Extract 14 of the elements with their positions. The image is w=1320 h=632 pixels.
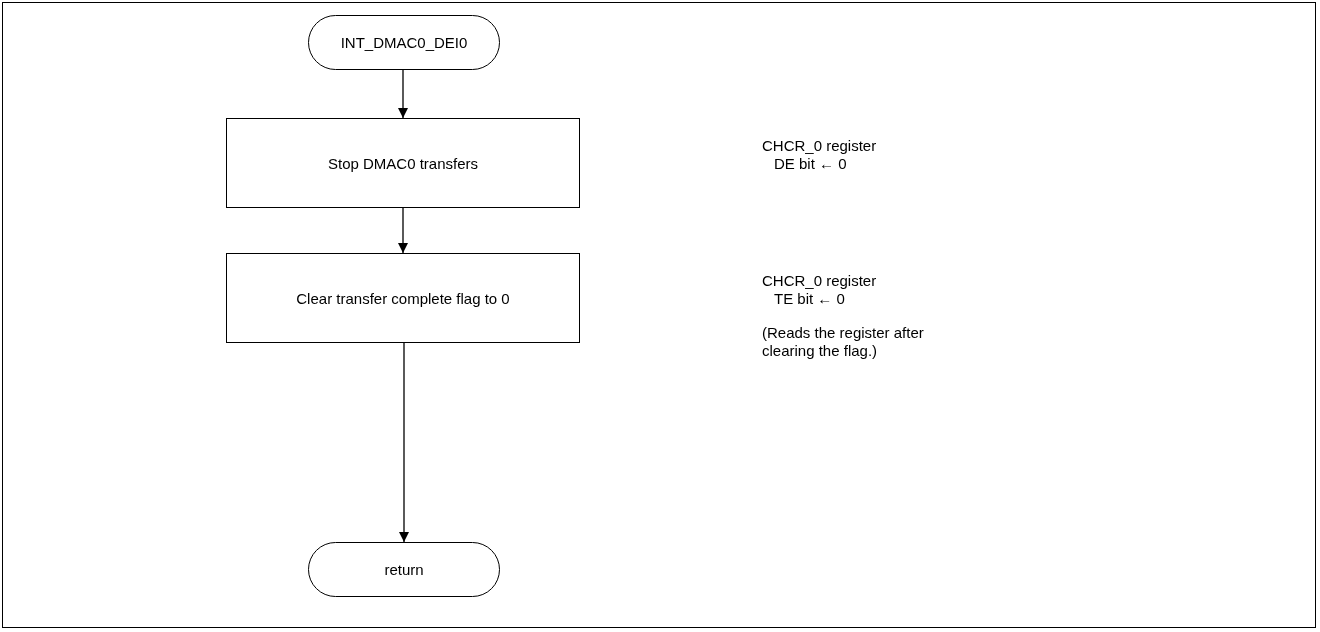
annotation-text: TE bit ← 0 bbox=[773, 290, 846, 308]
arrow bbox=[398, 69, 408, 119]
node-label: INT_DMAC0_DEI0 bbox=[340, 34, 468, 51]
process-box bbox=[226, 118, 580, 208]
annotation-text: CHCR_0 register bbox=[762, 272, 878, 290]
arrow bbox=[398, 207, 408, 254]
process-box bbox=[226, 253, 580, 343]
node-label: Stop DMAC0 transfers bbox=[327, 154, 479, 172]
annotation-text: CHCR_0 register bbox=[762, 137, 878, 155]
annotation-text: DE bit ← 0 bbox=[773, 155, 848, 173]
arrow bbox=[399, 342, 409, 543]
node-label: return bbox=[384, 561, 424, 578]
annotation-text: (Reads the register after clearing the flag.) bbox=[762, 324, 925, 360]
node-label: Clear transfer complete flag to 0 bbox=[296, 289, 510, 307]
